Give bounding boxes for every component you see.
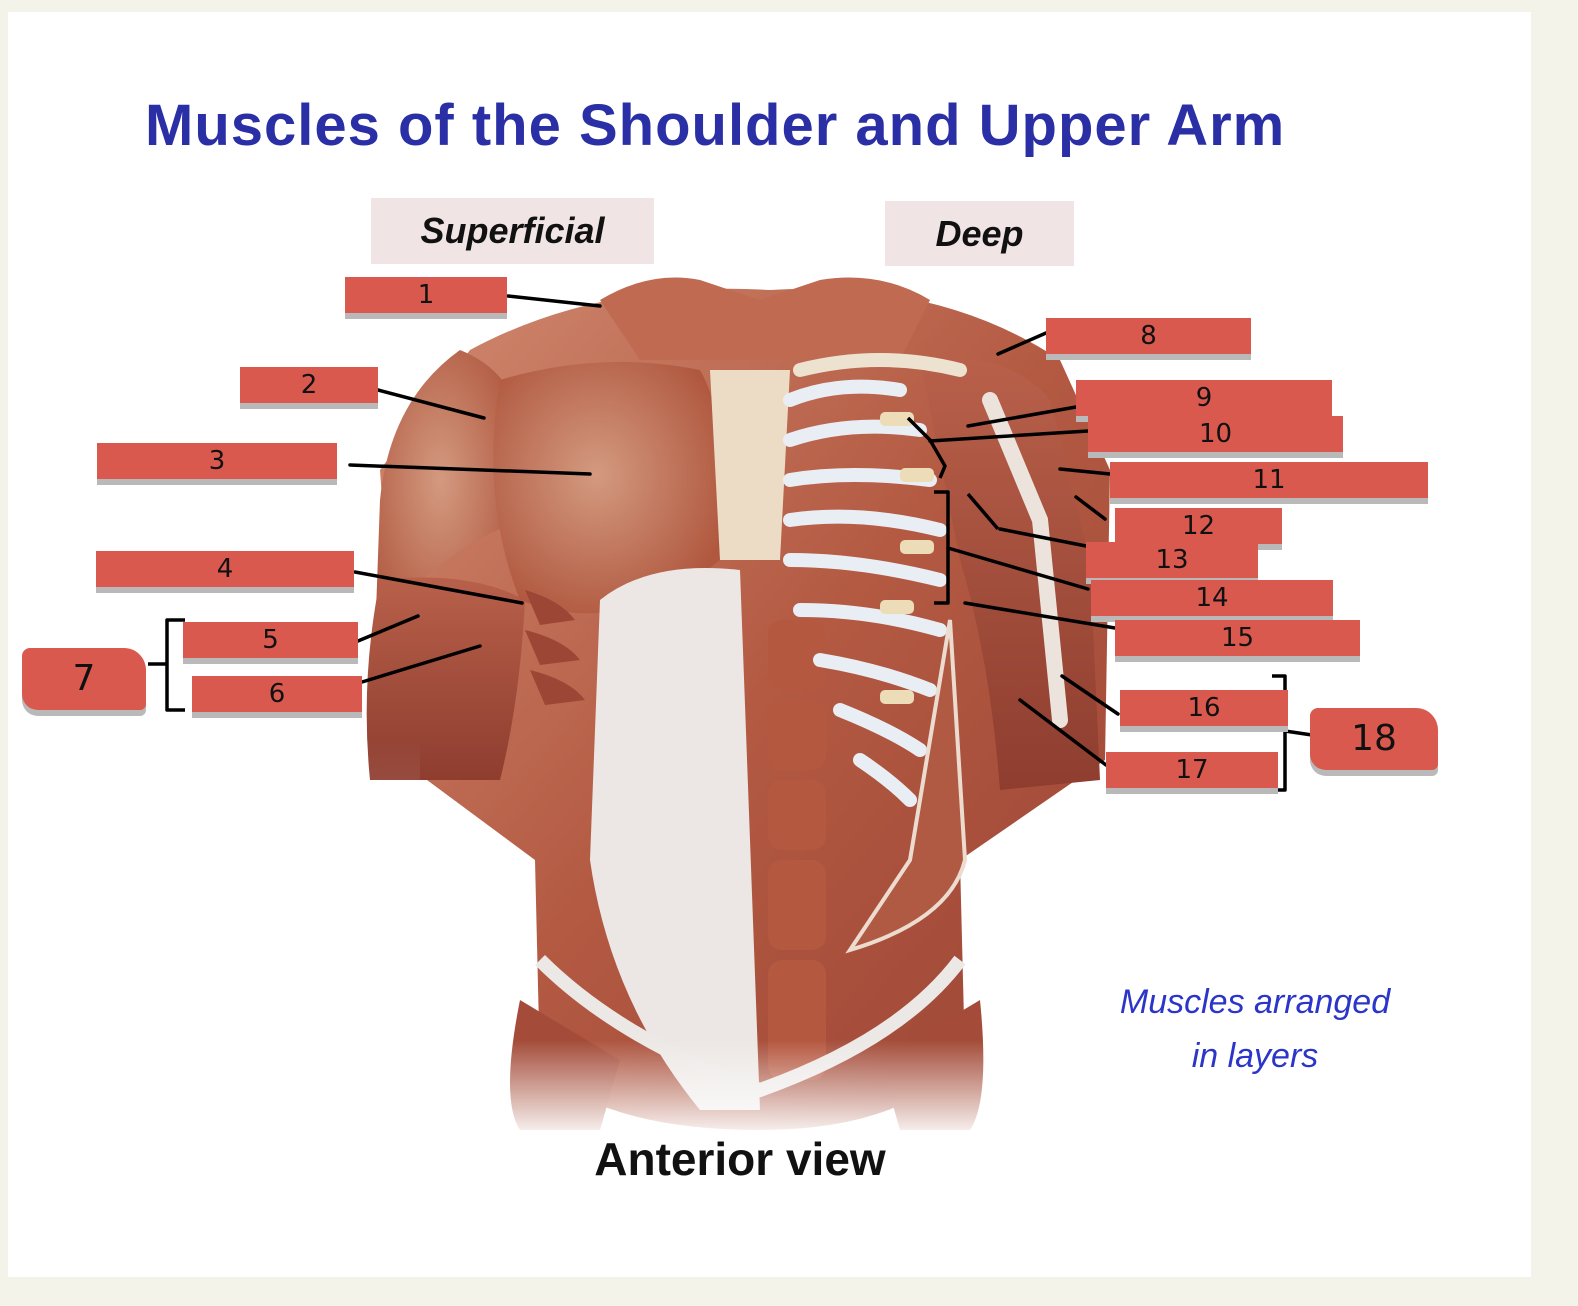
label-box-6[interactable]: 6 <box>192 676 362 712</box>
label-box-18[interactable]: 18 <box>1310 708 1438 770</box>
label-box-9[interactable]: 9 <box>1076 380 1332 416</box>
left-serratus <box>525 590 585 705</box>
rectus-sheath <box>590 568 760 1110</box>
label-box-11[interactable]: 11 <box>1110 462 1428 498</box>
label-box-7[interactable]: 7 <box>22 648 146 710</box>
view-caption: Anterior view <box>594 1133 886 1185</box>
right-clavicle <box>793 353 967 377</box>
right-tendon <box>982 392 1068 728</box>
rectus-abdominis <box>768 620 826 1080</box>
page-title: Muscles of the Shoulder and Upper Arm <box>145 93 1286 158</box>
left-deltoid <box>375 350 520 640</box>
layers-note-line-1: Muscles arranged <box>1119 983 1391 1021</box>
label-box-10[interactable]: 10 <box>1088 416 1343 452</box>
label-box-14[interactable]: 14 <box>1091 580 1333 616</box>
layers-note-line-2: in layers <box>1191 1037 1319 1075</box>
ribs <box>783 379 947 807</box>
label-box-12[interactable]: 12 <box>1115 508 1282 544</box>
tab-superficial: Superficial <box>371 198 654 264</box>
costal-cartilage <box>880 412 934 704</box>
sternum <box>710 370 790 560</box>
layers-note: Muscles arranged in layers <box>1070 975 1440 1083</box>
label-box-8[interactable]: 8 <box>1046 318 1251 354</box>
external-oblique <box>845 619 968 954</box>
leader-lines <box>348 294 1120 767</box>
label-box-1[interactable]: 1 <box>345 277 507 313</box>
left-upper-arm <box>366 577 525 780</box>
label-box-4[interactable]: 4 <box>96 551 354 587</box>
label-box-13[interactable]: 13 <box>1086 542 1258 578</box>
label-box-16[interactable]: 16 <box>1120 690 1288 726</box>
left-pectoralis <box>493 362 723 614</box>
tab-deep: Deep <box>885 201 1074 266</box>
label-box-2[interactable]: 2 <box>240 367 378 403</box>
label-box-5[interactable]: 5 <box>183 622 358 658</box>
label-box-15[interactable]: 15 <box>1115 620 1360 656</box>
brackets <box>148 416 1313 792</box>
label-box-17[interactable]: 17 <box>1106 752 1278 788</box>
neck <box>600 277 930 360</box>
label-box-3[interactable]: 3 <box>97 443 337 479</box>
